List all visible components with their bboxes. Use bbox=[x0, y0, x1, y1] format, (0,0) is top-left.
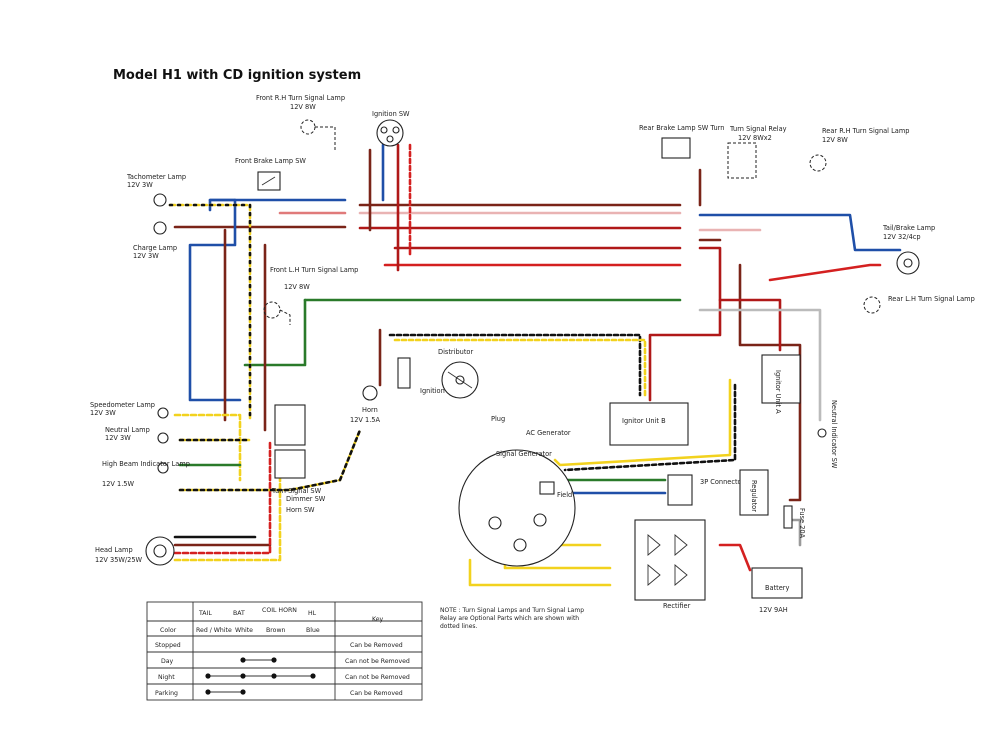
rear-rh-turn-lamp: Rear R.H Turn Signal Lamp 12V 8W bbox=[809, 127, 909, 172]
color-hl: Blue bbox=[306, 627, 320, 634]
signal-generator-label: Signal Generator bbox=[496, 450, 552, 458]
row-stopped: Stopped bbox=[155, 642, 181, 649]
tachometer-lamp: Tachometer Lamp 12V 3W bbox=[126, 173, 186, 207]
plug-label: Plug bbox=[491, 415, 505, 423]
front-rh-turn-label: Front R.H Turn Signal Lamp bbox=[256, 94, 345, 102]
front-lh-turn-label: Front L.H Turn Signal Lamp bbox=[270, 266, 358, 274]
turn-signal-relay: Turn Signal Relay 12V 8Wx2 bbox=[727, 125, 787, 179]
rectifier-label: Rectifier bbox=[663, 602, 691, 610]
tail-brake-spec: 12V 32/4cp bbox=[883, 233, 921, 241]
ac-generator-label: AC Generator bbox=[526, 429, 571, 437]
wire-harness bbox=[168, 143, 902, 587]
note: NOTE : Turn Signal Lamps and Turn Signal… bbox=[440, 607, 585, 630]
rear-lh-turn-lamp: Rear L.H Turn Signal Lamp bbox=[863, 295, 975, 314]
key-parking: Can be Removed bbox=[350, 690, 403, 697]
head-lamp: Head Lamp 12V 35W/25W bbox=[95, 536, 175, 566]
turn-relay-spec: 12V 8Wx2 bbox=[738, 134, 772, 142]
fuse: Fuse 20A bbox=[783, 505, 806, 539]
head-lamp-label: Head Lamp bbox=[95, 546, 133, 554]
tail-brake-lamp: Tail/Brake Lamp 12V 32/4cp bbox=[882, 224, 935, 275]
battery: Battery 12V 9AH bbox=[751, 567, 803, 614]
field-label: Field bbox=[557, 491, 572, 499]
front-rh-turn-spec: 12V 8W bbox=[290, 103, 316, 111]
speedometer-label: Speedometer Lamp bbox=[90, 401, 155, 409]
tachometer-spec: 12V 3W bbox=[127, 181, 153, 189]
front-lh-turn-spec: 12V 8W bbox=[284, 283, 310, 291]
rectifier: Rectifier bbox=[634, 519, 706, 610]
row-parking: Parking bbox=[155, 690, 178, 697]
row-night: Night bbox=[158, 674, 175, 681]
indicator-lamps: Speedometer Lamp 12V 3W Neutral Lamp 12V… bbox=[90, 401, 190, 488]
ignitor-unit-b: Ignitor Unit B bbox=[609, 402, 689, 446]
connector-3p: 3P Connector bbox=[667, 474, 745, 506]
battery-spec: 12V 9AH bbox=[759, 606, 788, 614]
ignitor-b-label: Ignitor Unit B bbox=[622, 417, 666, 425]
distributor: Distributor Plug bbox=[438, 348, 505, 423]
color-coil: Brown bbox=[266, 627, 285, 634]
ignitor-a-label: Ignitor Unit A bbox=[774, 370, 782, 414]
front-brake-switch: Front Brake Lamp SW bbox=[235, 157, 306, 191]
th-tail: TAIL bbox=[198, 610, 212, 617]
connector-3p-label: 3P Connector bbox=[700, 478, 745, 486]
ac-generator: AC Generator Signal Generator Field bbox=[458, 429, 576, 567]
head-lamp-spec: 12V 35W/25W bbox=[95, 556, 143, 564]
charge-lamp-label: Charge Lamp bbox=[133, 244, 177, 252]
ignition-sw-label: Ignition SW bbox=[372, 110, 410, 118]
rear-rh-turn-spec: 12V 8W bbox=[822, 136, 848, 144]
rear-brake-label: Rear Brake Lamp SW Turn bbox=[639, 124, 724, 132]
tachometer-label: Tachometer Lamp bbox=[126, 173, 186, 181]
color-tail: Red / White bbox=[196, 627, 232, 634]
highbeam-label: High Beam Indicator Lamp bbox=[102, 460, 190, 468]
turn-signal-sw-label: Turn Signal SW bbox=[271, 487, 322, 495]
row-color-label: Color bbox=[160, 627, 177, 634]
th-hl: HL bbox=[308, 610, 317, 617]
rear-rh-turn-label: Rear R.H Turn Signal Lamp bbox=[822, 127, 909, 135]
diagram-title: Model H1 with CD ignition system bbox=[113, 68, 361, 83]
key-stopped: Can be Removed bbox=[350, 642, 403, 649]
th-coil-horn: COIL HORN bbox=[262, 607, 297, 614]
color-bat: White bbox=[235, 627, 253, 634]
ignitor-unit-a: Ignitor Unit A bbox=[761, 354, 801, 414]
battery-label: Battery bbox=[765, 584, 790, 592]
neutral-lamp-spec: 12V 3W bbox=[105, 434, 131, 442]
ignition-coil: Ignition Coil bbox=[397, 357, 459, 395]
row-day: Day bbox=[161, 658, 174, 665]
neutral-indicator-switch: Neutral Indicator SW bbox=[817, 400, 838, 469]
note-paragraph: NOTE : Turn Signal Lamps and Turn Signal… bbox=[440, 607, 585, 630]
front-brake-label: Front Brake Lamp SW bbox=[235, 157, 306, 165]
horn-sw-label: Horn SW bbox=[286, 506, 315, 514]
speedometer-spec: 12V 3W bbox=[90, 409, 116, 417]
regulator-label: Regulator bbox=[750, 480, 758, 512]
front-lh-turn-lamp: Front L.H Turn Signal Lamp 12V 8W bbox=[263, 266, 358, 325]
neutral-lamp-label: Neutral Lamp bbox=[105, 426, 150, 434]
distributor-label: Distributor bbox=[438, 348, 473, 356]
tail-brake-label: Tail/Brake Lamp bbox=[882, 224, 935, 232]
th-key: Key bbox=[372, 616, 384, 623]
highbeam-spec: 12V 1.5W bbox=[102, 480, 134, 488]
regulator: Regulator bbox=[739, 469, 769, 516]
rear-lh-turn-label: Rear L.H Turn Signal Lamp bbox=[888, 295, 975, 303]
turn-relay-label: Turn Signal Relay bbox=[729, 125, 787, 133]
key-table: TAIL BAT COIL HORN HL Key Color Red / Wh… bbox=[146, 601, 423, 701]
neutral-sw-label: Neutral Indicator SW bbox=[830, 400, 838, 469]
front-rh-turn-lamp: Front R.H Turn Signal Lamp 12V 8W bbox=[256, 94, 345, 150]
fuse-label: Fuse 20A bbox=[798, 508, 806, 539]
key-day: Can not be Removed bbox=[345, 658, 410, 665]
charge-lamp-spec: 12V 3W bbox=[133, 252, 159, 260]
rear-brake-switch: Rear Brake Lamp SW Turn bbox=[639, 124, 724, 159]
charge-lamp: Charge Lamp 12V 3W bbox=[133, 221, 177, 260]
ignition-coil-label: Ignition Coil bbox=[420, 387, 459, 395]
horn-spec: 12V 1.5A bbox=[350, 416, 380, 424]
horn-label: Horn bbox=[362, 406, 378, 414]
dimmer-sw-label: Dimmer SW bbox=[286, 495, 326, 503]
handlebar-switch-cluster: Turn Signal SW Dimmer SW Horn SW bbox=[271, 404, 326, 514]
th-bat: BAT bbox=[233, 610, 245, 617]
ignition-switch: Ignition SW bbox=[372, 110, 410, 147]
horn: Horn 12V 1.5A bbox=[350, 385, 380, 424]
key-night: Can not be Removed bbox=[345, 674, 410, 681]
